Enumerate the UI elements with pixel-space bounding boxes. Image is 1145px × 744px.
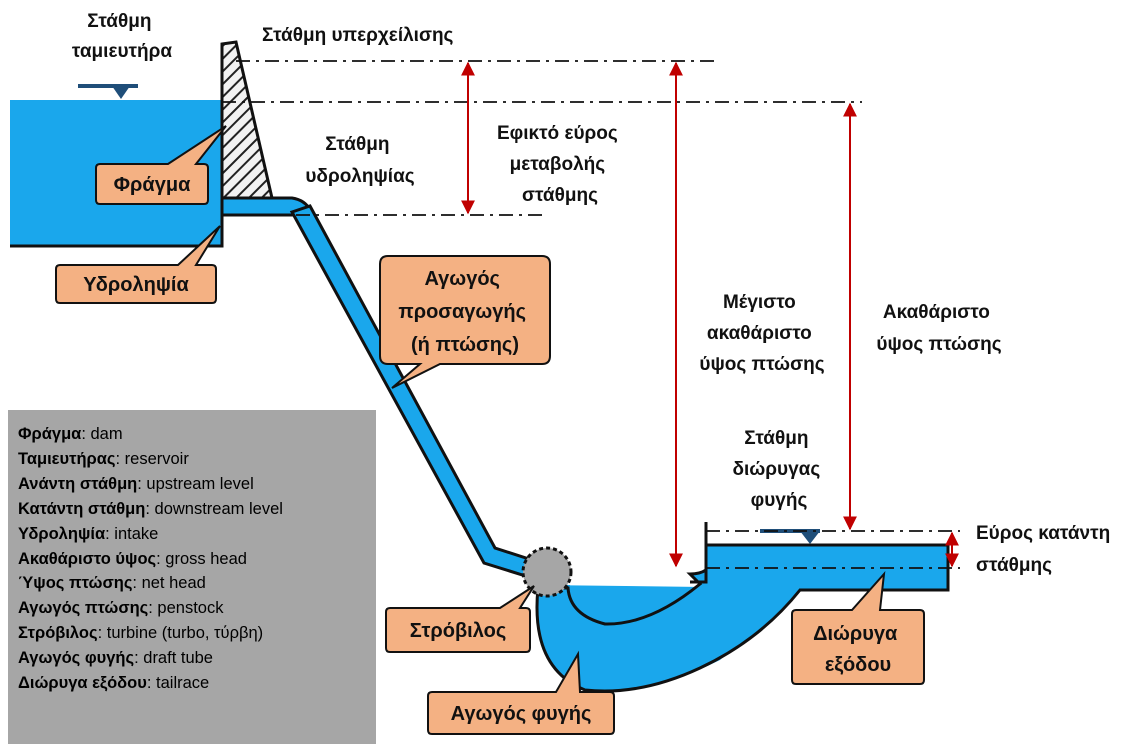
callout-turbine: Στρόβιλος: [385, 585, 535, 653]
glossary-term: Φράγμα: [18, 425, 82, 443]
glossary-row: Αγωγός πτώσης: penstock: [18, 596, 376, 621]
glossary-term: Ακαθάριστο ύψος: [18, 549, 157, 568]
glossary-row: Ανάντη στάθμη: upstream level: [18, 472, 376, 497]
glossary-row: Ακαθάριστο ύψος: gross head: [18, 547, 376, 572]
callout-tailrace: Διώρυγα εξόδου: [791, 570, 925, 685]
overflow-level-label: Στάθμη υπερχείλισης: [262, 25, 454, 46]
effective-range-label: Εφικτό εύρος μεταβολής στάθμης: [497, 123, 623, 206]
glossary-definition: : tailrace: [146, 674, 210, 693]
glossary-row: Διώρυγα εξόδου: tailrace: [18, 671, 376, 696]
callout-dam: Φράγμα: [95, 125, 227, 205]
glossary-row: Αγωγός φυγής: draft tube: [18, 646, 376, 671]
reservoir-level-marker: [78, 84, 138, 99]
callout-penstock: Αγωγός προσαγωγής (ή πτώσης): [379, 255, 551, 389]
reservoir-level-label: Στάθμη ταμιευτήρα: [72, 11, 172, 62]
callout-draft-tube: Αγωγός φυγής: [427, 650, 615, 735]
svg-text:Αγωγός φυγής: Αγωγός φυγής: [451, 703, 592, 725]
glossary-definition: : reservoir: [115, 449, 189, 468]
glossary-term: Αγωγός πτώσης: [18, 599, 149, 618]
svg-text:Στρόβιλος: Στρόβιλος: [410, 620, 506, 642]
downstream-range-label: Εύρος κατάντη στάθμης: [976, 523, 1115, 576]
glossary-term: Ύψος πτώσης: [18, 574, 133, 593]
turbine: [521, 546, 573, 598]
glossary-definition: : net head: [132, 574, 206, 593]
intake-wall: [10, 44, 224, 248]
glossary-term: Στρόβιλος: [18, 624, 98, 643]
glossary-term: Κατάντη στάθμη: [18, 499, 146, 518]
max-gross-head-label: Μέγιστο ακαθάριστο ύψος πτώσης: [699, 292, 824, 375]
glossary-row: Φράγμα: dam: [18, 422, 376, 447]
glossary-term: Διώρυγα εξόδου: [18, 674, 147, 693]
glossary-row: Κατάντη στάθμη: downstream level: [18, 497, 376, 522]
svg-text:Φράγμα: Φράγμα: [114, 174, 191, 196]
glossary-definition: : intake: [105, 524, 159, 543]
tailrace-level-marker: [760, 529, 820, 544]
glossary-term: Ανάντη στάθμη: [18, 474, 138, 493]
glossary-term: Υδροληψία: [18, 524, 106, 543]
tailrace-left-wall: [690, 522, 708, 584]
gross-head-label: Ακαθάριστο ύψος πτώσης: [876, 302, 1001, 355]
svg-text:Διώρυγα εξόδου: Διώρυγα εξόδου: [813, 623, 903, 676]
intake-level-label: Στάθμη υδροληψίας: [305, 134, 414, 187]
glossary-row: Υδροληψία: intake: [18, 522, 376, 547]
tailrace-level-label: Στάθμη διώρυγας φυγής: [732, 428, 825, 511]
glossary-term: Ταμιευτήρας: [18, 449, 116, 468]
draft-tube-body: [535, 543, 950, 693]
glossary-definition: : downstream level: [145, 499, 283, 518]
glossary-term: Αγωγός φυγής: [18, 649, 135, 668]
glossary-row: Ύψος πτώσης: net head: [18, 571, 376, 596]
callout-intake: Υδροληψία: [55, 225, 221, 304]
glossary-definition: : penstock: [148, 599, 224, 618]
svg-text:Αγωγός προσαγωγής: Αγωγός προσαγωγής (ή πτώσης): [398, 268, 531, 356]
svg-text:Υδροληψία: Υδροληψία: [83, 274, 189, 296]
glossary-definition: : gross head: [156, 549, 247, 568]
glossary-definition: : upstream level: [137, 474, 254, 493]
glossary-definition: : draft tube: [134, 649, 213, 668]
glossary-row: Ταμιευτήρας: reservoir: [18, 447, 376, 472]
dam: [220, 40, 274, 200]
glossary-row: Στρόβιλος: turbine (turbo, τύρβη): [18, 621, 376, 646]
glossary-definition: : turbine (turbo, τύρβη): [97, 624, 264, 643]
glossary-definition: : dam: [81, 425, 123, 443]
